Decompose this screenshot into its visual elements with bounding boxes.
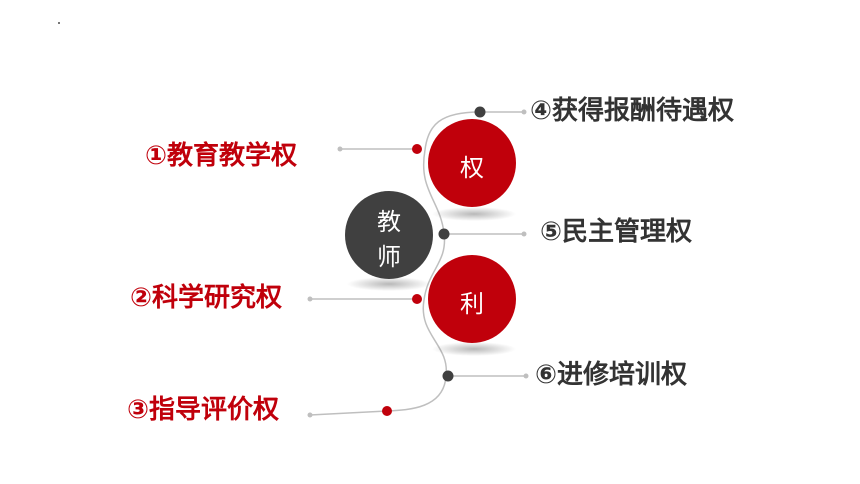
top-red-circle (428, 119, 516, 207)
junction-dot-1 (412, 144, 422, 154)
junction-dot-3 (382, 406, 392, 416)
line-end-dot-2 (307, 296, 313, 302)
center-circle (345, 191, 433, 279)
line-end-dot-3 (307, 412, 313, 418)
connector-curve (386, 111, 481, 412)
junction-dot-2 (412, 294, 422, 304)
top-circle-shadow (432, 207, 516, 221)
top-circle-text: 权 (460, 154, 484, 182)
bottom-circle-text: 利 (460, 290, 484, 318)
center-circle-shadow (347, 277, 431, 291)
bottom-red-circle (428, 255, 516, 343)
line-end-dot-4 (521, 109, 527, 115)
decorative-dot (58, 22, 60, 24)
center-text-line2: 师 (377, 243, 401, 271)
junction-dot-4 (474, 106, 486, 118)
center-text-line1: 教 (377, 208, 401, 236)
right-label-remuneration: ④获得报酬待遇权 (530, 96, 735, 126)
bottom-circle-shadow (432, 342, 516, 356)
junction-dot-5 (438, 228, 450, 240)
line-end-dot-6 (523, 373, 529, 379)
right-label-training: ⑥进修培训权 (535, 360, 688, 390)
right-label-research: ②科学研究权 (130, 283, 283, 313)
right-label-teaching: ①教育教学权 (145, 141, 298, 171)
line-end-dot-5 (521, 231, 527, 237)
line-end-dot-1 (337, 146, 343, 152)
connector-line-3 (309, 410, 388, 416)
junction-dot-6 (442, 370, 454, 382)
right-label-management: ⑤民主管理权 (540, 217, 693, 247)
right-label-guidance: ③指导评价权 (127, 395, 280, 425)
